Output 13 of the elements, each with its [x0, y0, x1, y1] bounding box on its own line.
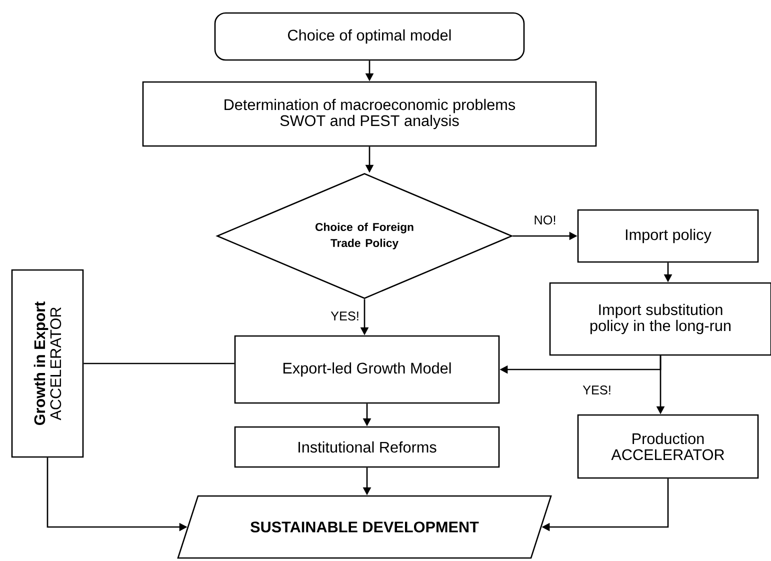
- process-box: Institutional Reforms: [234, 426, 500, 468]
- process-box: Determination of macroeconomic problems SWOT and PEST analysis: [142, 81, 597, 147]
- start-box: Choice of optimal model: [214, 12, 525, 61]
- process-box: Growth in Export ACCELERATOR: [11, 269, 84, 458]
- process-box: Production ACCELERATOR: [577, 414, 759, 479]
- process-box: Import policy: [577, 209, 759, 263]
- process-box: Import substitution policy in the long-run: [549, 282, 771, 356]
- process-box: Export-led Growth Model: [234, 335, 500, 404]
- edge-label: NO!: [532, 214, 558, 226]
- connector-line: [84, 362, 234, 364]
- outcome-parallelogram: SUSTAINABLE DEVELOPMENT: [177, 495, 552, 559]
- edge-label: YES!: [581, 384, 613, 396]
- edge-label: YES!: [329, 310, 361, 322]
